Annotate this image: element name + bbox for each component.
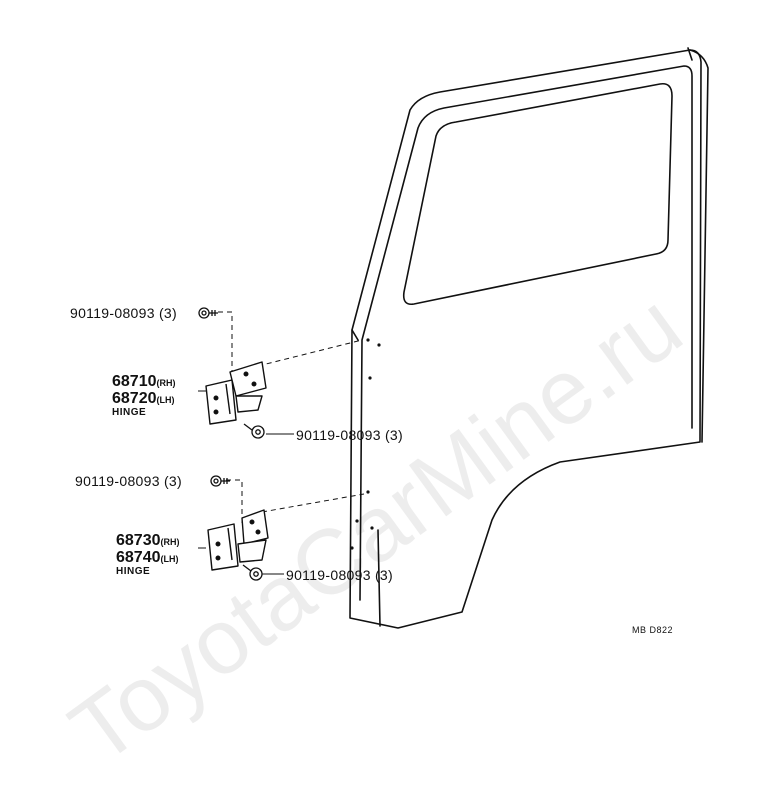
- door-outline: [349, 49, 702, 629]
- bolt-label-upper-right: 90119-08093 (3): [296, 427, 403, 443]
- door-front-pillar: [351, 329, 381, 627]
- lower-hinge-rh-number: 68730: [116, 532, 161, 549]
- lower-right-bolt: [242, 564, 263, 581]
- lower-hinge-rh-side: (RH): [160, 537, 180, 547]
- door-holes: [350, 338, 381, 550]
- lower-hinge-lh-label: 68740(LH): [116, 550, 179, 566]
- upper-hinge-caption: HINGE: [112, 407, 147, 418]
- upper-hinge-rh-side: (RH): [156, 378, 176, 388]
- upper-hinge-lh-label: 68720(LH): [112, 391, 175, 407]
- lower-hinge-lh-number: 68740: [116, 549, 161, 566]
- lower-left-bolt: [210, 475, 230, 487]
- dashed-leaders: [218, 311, 365, 524]
- lower-hinge-lh-side: (LH): [160, 554, 179, 564]
- door-window: [402, 82, 673, 306]
- upper-hinge-rh-label: 68710(RH): [112, 374, 176, 390]
- upper-right-bolt: [243, 423, 265, 439]
- door-rear-edge: [687, 47, 709, 443]
- upper-hinge-rh-number: 68710: [112, 373, 157, 390]
- lower-hinge-caption: HINGE: [116, 566, 151, 577]
- diagram-code: MB D822: [632, 625, 674, 635]
- upper-hinge-drawing: [205, 361, 267, 425]
- bolt-label-lower-left: 90119-08093 (3): [75, 473, 182, 489]
- bolt-label-lower-right: 90119-08093 (3): [286, 567, 393, 583]
- bolt-label-upper-left: 90119-08093 (3): [70, 305, 177, 321]
- bolts: [198, 307, 265, 581]
- door-inner-frame: [359, 65, 693, 601]
- upper-left-bolt: [198, 307, 218, 319]
- door-diagram: [198, 47, 709, 629]
- upper-hinge-lh-side: (LH): [156, 395, 175, 405]
- upper-hinge-lh-number: 68720: [112, 390, 157, 407]
- lower-hinge-drawing: [207, 509, 269, 571]
- lower-hinge-rh-label: 68730(RH): [116, 533, 180, 549]
